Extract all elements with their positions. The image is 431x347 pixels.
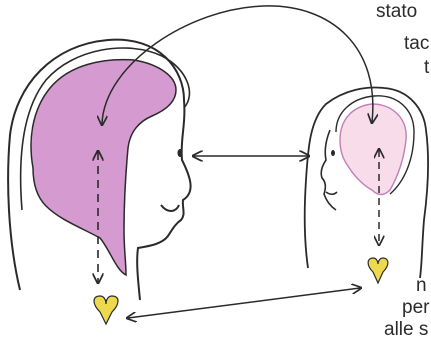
text-fragment-2: tac — [404, 34, 429, 53]
large-brain — [31, 60, 176, 275]
text-fragment-3: t — [424, 58, 429, 77]
heart-icon — [368, 258, 388, 283]
text-fragment-5: per — [402, 298, 429, 317]
large-mouth — [161, 205, 179, 211]
large-eye — [178, 149, 183, 157]
text-fragment-1: stato — [376, 2, 417, 21]
heart-icon — [94, 296, 118, 324]
heart-to-heart-arrow — [128, 288, 360, 318]
small-eye — [331, 150, 335, 156]
small-mouth — [326, 192, 337, 194]
small-face-profile — [321, 130, 336, 210]
text-fragment-4: n — [416, 276, 427, 295]
text-fragment-6: alle s — [384, 320, 428, 339]
